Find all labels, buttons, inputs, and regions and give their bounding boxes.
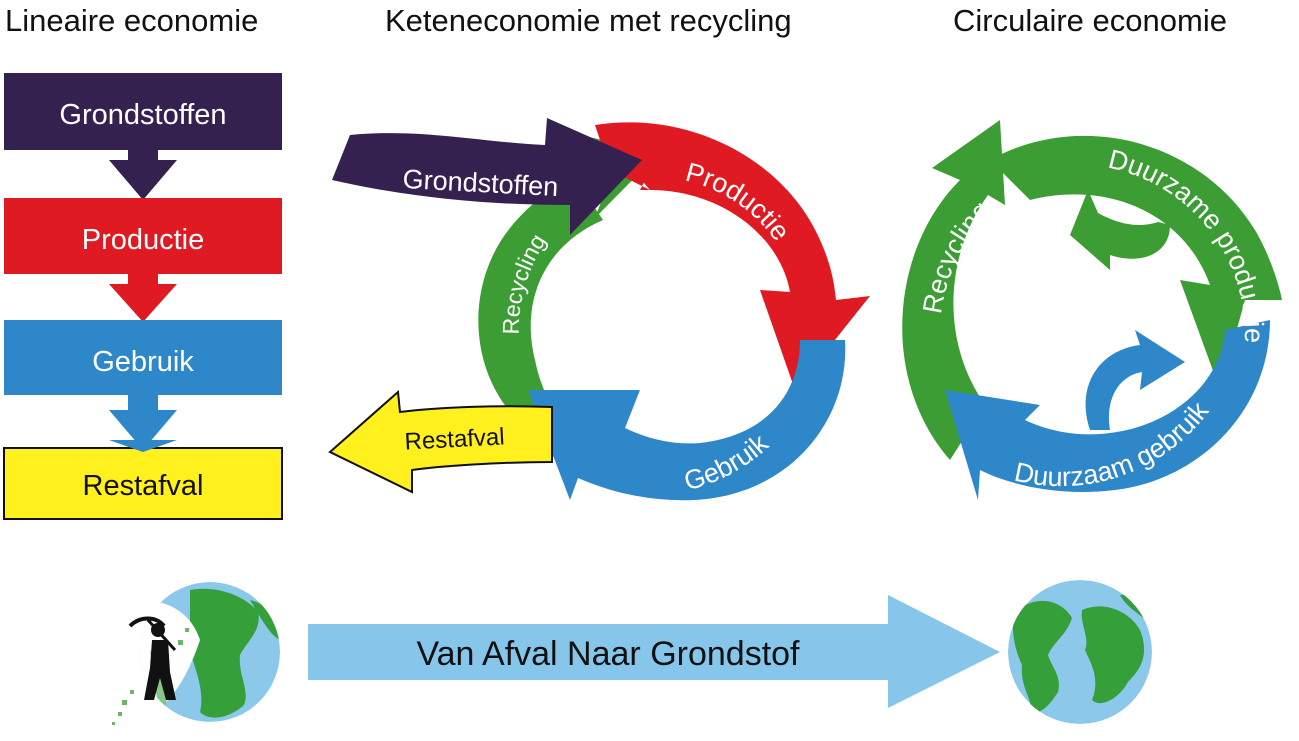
chain-arc-use	[528, 340, 846, 501]
chain-arc-recycling	[478, 178, 603, 440]
title-linear-economy: Lineaire economie	[5, 3, 258, 38]
linear-box-use	[4, 320, 282, 395]
linear-box-waste	[3, 447, 283, 520]
circular-loop-production	[1070, 190, 1170, 270]
waste-to-resource-arrow: Van Afval Naar Grondstof	[308, 595, 1000, 708]
linear-arrow-production	[109, 274, 177, 322]
linear-arrow-use	[109, 395, 177, 450]
chain-label-waste: Restafval	[404, 423, 505, 455]
circular-cycle: Recycling Duurzame productie Duurzaam ge…	[902, 120, 1282, 500]
circular-arc-use	[945, 320, 1270, 500]
circular-loop-use	[1085, 330, 1185, 430]
linear-flow: Grondstoffen Productie Gebruik Restafval	[3, 73, 283, 520]
chain-cycle: Grondstoffen Productie Gebruik Recycling…	[328, 118, 870, 501]
globe-depleted	[112, 582, 280, 725]
linear-label-production: Productie	[82, 224, 205, 256]
circular-arc-recycling	[902, 120, 1005, 460]
chain-arrow-waste	[328, 389, 553, 494]
bottom-arrow-label: Van Afval Naar Grondstof	[416, 635, 800, 673]
chain-arrow-raw	[332, 118, 642, 235]
linear-arrow-raw	[109, 150, 177, 200]
title-chain-economy: Keteneconomie met recycling	[385, 3, 792, 38]
chain-arc-production	[595, 122, 870, 390]
circular-arc-production	[990, 135, 1282, 390]
title-circular-economy: Circulaire economie	[953, 3, 1227, 38]
linear-box-raw	[4, 73, 282, 150]
linear-box-production	[4, 198, 282, 274]
linear-label-use: Gebruik	[92, 346, 194, 378]
linear-label-waste: Restafval	[83, 470, 204, 502]
globe-healthy	[1008, 580, 1152, 724]
miner-icon	[128, 616, 177, 700]
linear-label-raw: Grondstoffen	[59, 99, 226, 131]
